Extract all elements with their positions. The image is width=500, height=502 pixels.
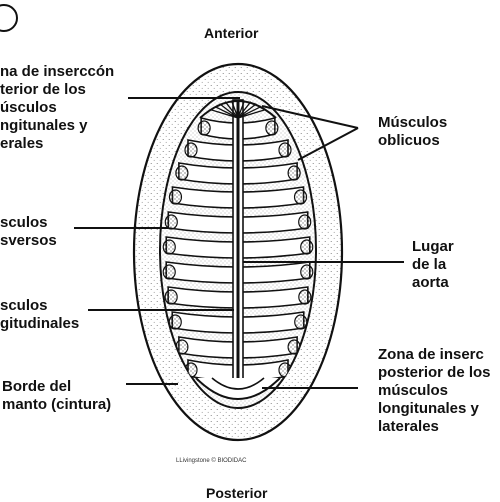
lateral-muscle-pocket [299, 215, 311, 229]
lateral-muscle-pocket [301, 240, 313, 254]
lateral-muscle-pocket [176, 166, 188, 180]
label-posterior-insertion-zone: Zona de inserc posterior de los músculos… [378, 346, 491, 436]
figure-letter-circle [0, 5, 17, 31]
label-longitudinal-muscles: sculos gitudinales [0, 297, 79, 333]
lateral-muscle-pocket [295, 190, 307, 204]
lateral-muscle-pocket [288, 166, 300, 180]
lateral-muscle-pocket [165, 290, 177, 304]
lateral-muscle-pocket [299, 290, 311, 304]
posterior-label: Posterior [206, 484, 267, 502]
anterior-label: Anterior [204, 24, 258, 42]
lateral-muscle-pocket [169, 315, 181, 329]
credit-text: LLivingstone © BIODIDAC [176, 458, 246, 464]
lateral-muscle-pocket [163, 265, 175, 279]
lateral-muscle-pocket [198, 121, 210, 135]
label-mantle-border: Borde del manto (cintura) [2, 378, 111, 414]
lateral-muscle-pocket [279, 143, 291, 157]
lateral-muscle-pocket [295, 315, 307, 329]
lateral-muscle-pocket [301, 265, 313, 279]
lateral-muscle-pocket [266, 121, 278, 135]
lateral-muscle-pocket [185, 143, 197, 157]
label-oblique-muscles: Músculos oblicuos [378, 114, 447, 150]
label-aorta-location: Lugar de la aorta [412, 238, 454, 292]
lateral-muscle-pocket [169, 190, 181, 204]
lateral-muscle-pocket [163, 240, 175, 254]
label-transverse-muscles: sculos sversos [0, 214, 57, 250]
lateral-muscle-pocket [165, 215, 177, 229]
label-anterior-insertion-zone: na de inserccón terior de los úsculos ng… [0, 63, 114, 153]
